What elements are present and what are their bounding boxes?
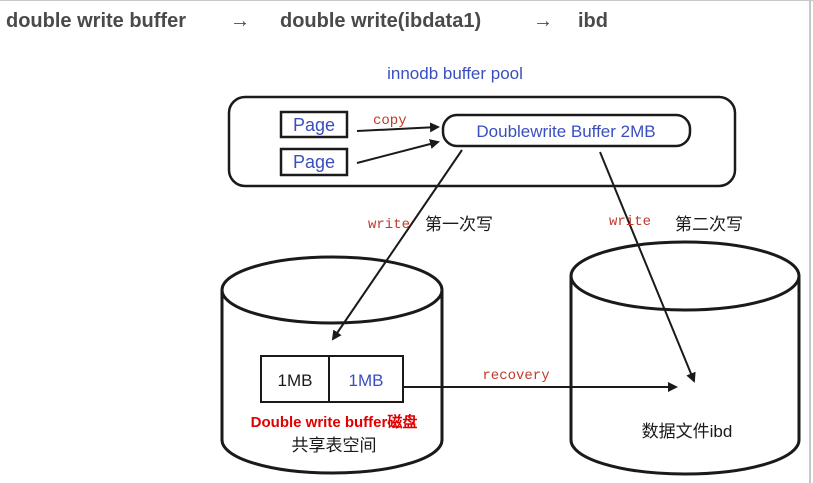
write-label-second: write [609, 214, 651, 230]
recovery-label: recovery [482, 368, 549, 384]
header-step-ibd: ibd [578, 10, 608, 32]
page-box-1: Page [279, 110, 349, 139]
copy-arrow-1 [356, 122, 440, 133]
frame-right-border [809, 0, 811, 483]
disk-block-1-label: 1MB [278, 371, 313, 390]
frame-top-border [0, 0, 813, 1]
page-box-1-label: Page [293, 115, 335, 135]
header-arrow-2: → [533, 10, 553, 32]
buffer-pool-title: innodb buffer pool [387, 64, 523, 83]
disk-block-2: 1MB [328, 355, 404, 403]
buffer-pool-container [227, 95, 737, 188]
write-label-second-cn: 第二次写 [675, 215, 743, 234]
write-label-first-cn: 第一次写 [425, 215, 493, 234]
copy-label: copy [373, 113, 407, 129]
page-box-2-label: Page [293, 152, 335, 172]
write-arrow-second [599, 151, 696, 383]
shared-tablespace-caption: 共享表空间 [292, 436, 377, 455]
header-flow: double write buffer → double write(ibdat… [6, 6, 766, 36]
disk-block-1: 1MB [260, 355, 330, 403]
data-file-cylinder [569, 240, 801, 476]
doublewrite-buffer-box: Doublewrite Buffer 2MB [441, 113, 692, 148]
data-file-caption: 数据文件ibd [642, 422, 733, 441]
header-step-ibdata1: double write(ibdata1) [280, 10, 482, 32]
header-step-dwb: double write buffer [6, 10, 186, 32]
dwb-disk-label: Double write buffer磁盘 [251, 413, 418, 431]
copy-arrow-2 [356, 139, 440, 164]
write-label-first: write [368, 217, 410, 233]
page-box-2: Page [279, 147, 349, 177]
doublewrite-buffer-label: Doublewrite Buffer 2MB [476, 122, 655, 141]
header-arrow-1: → [230, 10, 250, 32]
write-arrow-first [331, 149, 463, 341]
disk-block-2-label: 1MB [349, 371, 384, 390]
